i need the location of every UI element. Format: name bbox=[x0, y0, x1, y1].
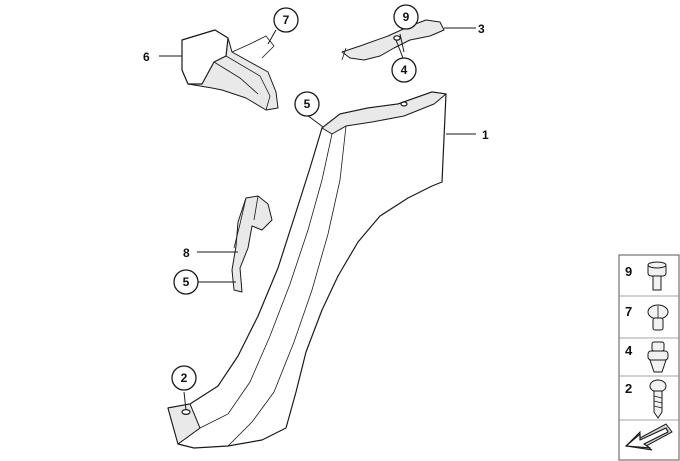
callout-4: 4 bbox=[391, 57, 417, 83]
callout-8: 8 bbox=[183, 246, 190, 260]
bracket-part-8 bbox=[231, 195, 273, 293]
callout-9: 9 bbox=[393, 4, 419, 30]
legend-row-7: 7 bbox=[625, 304, 669, 331]
callout-2: 2 bbox=[171, 365, 197, 391]
expanding-rivet-icon bbox=[647, 304, 669, 331]
sheet-metal-screw-icon bbox=[649, 379, 667, 419]
callout-label: 1 bbox=[482, 128, 489, 142]
screw-collar-icon bbox=[647, 261, 667, 291]
callout-label: 7 bbox=[283, 13, 290, 27]
leader-lines bbox=[159, 27, 476, 411]
callout-label: 5 bbox=[304, 97, 311, 111]
legend-label: 2 bbox=[625, 381, 632, 396]
callout-3: 3 bbox=[478, 22, 485, 36]
pillar-trim-part-1 bbox=[167, 91, 447, 449]
callout-label: 3 bbox=[478, 22, 485, 36]
callout-label: 8 bbox=[183, 246, 190, 260]
legend-row-2: 2 bbox=[625, 379, 667, 419]
callout-label: 4 bbox=[401, 63, 408, 77]
trim-cover-part-6 bbox=[181, 29, 279, 111]
legend-label: 9 bbox=[625, 264, 632, 279]
callout-5-upper: 5 bbox=[294, 91, 320, 117]
legend-label: 4 bbox=[625, 343, 633, 358]
callout-1: 1 bbox=[482, 128, 489, 142]
callout-6: 6 bbox=[143, 50, 150, 64]
callout-label: 9 bbox=[403, 10, 410, 24]
bracket-part-3 bbox=[341, 19, 445, 61]
fastener-legend: 9 7 4 2 bbox=[618, 254, 680, 461]
plug-clip-icon bbox=[647, 341, 669, 373]
callout-5-lower: 5 bbox=[173, 269, 199, 295]
callout-label: 2 bbox=[181, 371, 188, 385]
legend-row-9: 9 bbox=[625, 261, 667, 291]
callout-label: 5 bbox=[183, 275, 190, 289]
direction-arrow-icon bbox=[624, 423, 673, 451]
legend-row-4: 4 bbox=[625, 341, 669, 373]
callout-label: 6 bbox=[143, 50, 150, 64]
legend-label: 7 bbox=[625, 304, 632, 319]
callout-7: 7 bbox=[273, 7, 299, 33]
